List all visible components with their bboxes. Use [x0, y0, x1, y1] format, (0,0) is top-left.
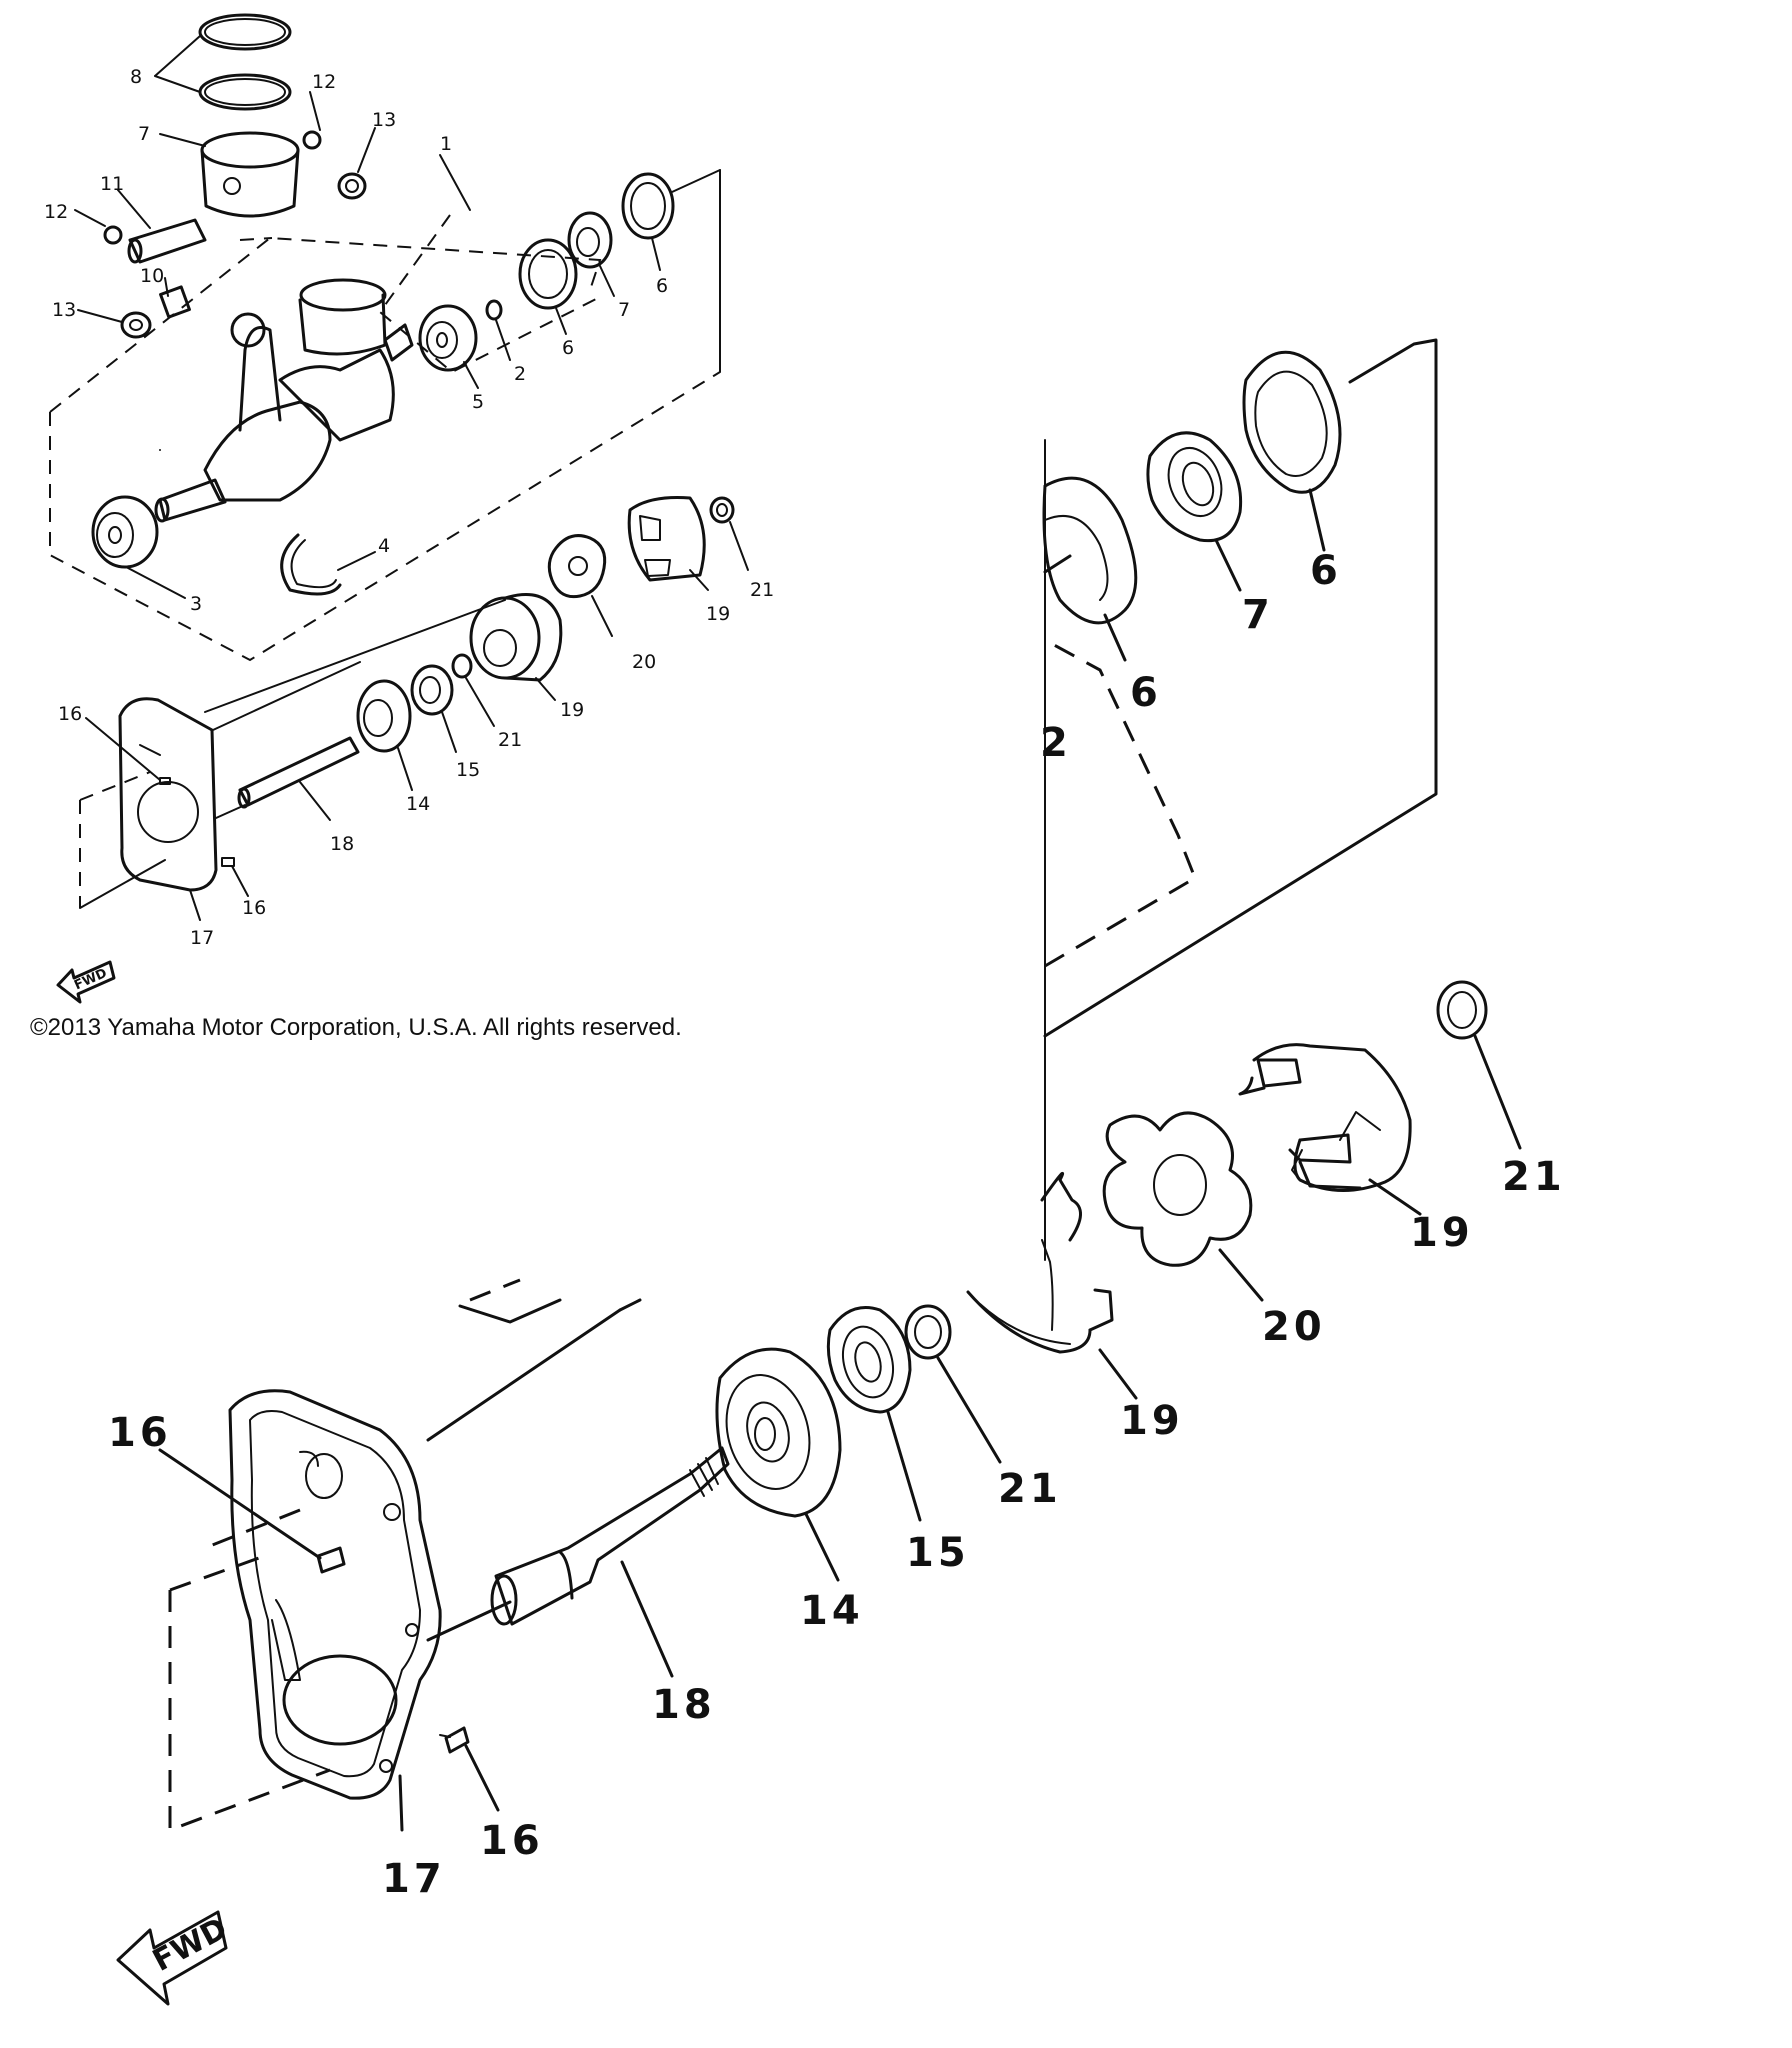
callout-1: 1 — [440, 133, 452, 155]
callout-3: 3 — [190, 593, 202, 615]
callout-14: 14 — [406, 793, 430, 815]
callout-16-lower-detail: 16 — [480, 1818, 544, 1864]
drive-shaft-detail — [490, 1446, 730, 1678]
callout-16-upper: 16 — [58, 703, 82, 725]
drive-shaft — [237, 736, 360, 821]
rubber-damper-detail — [1102, 1111, 1264, 1302]
bearing-3 — [91, 495, 186, 599]
dowel-lower-detail — [444, 1726, 500, 1812]
callout-17-detail: 17 — [382, 1856, 446, 1902]
fwd-arrow-small: FWD — [56, 960, 116, 1004]
callout-19-lower: 19 — [560, 699, 584, 721]
oil-seal-6b-detail — [1242, 350, 1342, 552]
gasket-detail — [228, 1389, 442, 1832]
callout-18: 18 — [330, 833, 354, 855]
coupler-19-detail — [1238, 1043, 1422, 1216]
callout-16-lower: 16 — [242, 897, 266, 919]
callout-13-left: 13 — [52, 299, 76, 321]
callout-12-right: 12 — [312, 71, 336, 93]
crankshaft-assembly — [154, 278, 414, 523]
callout-15: 15 — [456, 759, 480, 781]
ring-21-lower-detail — [904, 1304, 952, 1360]
callout-21-upper: 21 — [750, 579, 774, 601]
bearing-14 — [356, 679, 413, 791]
callout-8: 7 — [138, 123, 150, 145]
callout-20: 20 — [632, 651, 656, 673]
callout-21-detail: 21 — [998, 1466, 1062, 1512]
rubber-damper — [547, 534, 613, 637]
callout-16-upper-detail: 16 — [108, 1410, 172, 1456]
coupler-19-lower-detail — [966, 1171, 1138, 1400]
callout-12-left: 12 — [44, 201, 68, 223]
coupler-upper — [627, 496, 749, 591]
callout-21-top-detail: 21 — [1502, 1154, 1566, 1200]
piston-ring-upper — [198, 13, 292, 51]
callout-5: 5 — [472, 391, 484, 413]
callout-6-left: 6 — [562, 337, 574, 359]
callout-19-upper: 19 — [706, 603, 730, 625]
callout-10: 10 — [140, 265, 164, 287]
callout-19-top-detail: 19 — [1410, 1210, 1474, 1256]
callout-4: 4 — [378, 535, 390, 557]
callout-9: 8 — [130, 66, 142, 88]
bearing-7-detail — [1146, 431, 1243, 592]
piston-pin — [117, 189, 207, 264]
callout-14-detail: 14 — [800, 1588, 864, 1634]
callout-18-detail: 18 — [652, 1682, 716, 1728]
oil-seal-6a-detail — [1042, 476, 1138, 625]
ring-21-detail — [1436, 980, 1488, 1040]
callout-15-detail: 15 — [906, 1530, 970, 1576]
callout-20-detail: 20 — [1262, 1304, 1326, 1350]
zoom-bottom-detail: FWD 16 16 17 18 14 15 21 19 — [108, 1171, 1184, 2006]
callout-6a-detail: 6 — [1130, 670, 1162, 716]
callout-2: 2 — [514, 363, 526, 385]
callout-7-detail: 7 — [1242, 592, 1274, 638]
zoom-top-detail: 2 6 7 6 21 19 20 — [1040, 338, 1566, 1350]
bearing-7 — [567, 211, 613, 269]
bearing-14-detail — [715, 1347, 842, 1582]
copyright-notice: ©2013 Yamaha Motor Corporation, U.S.A. A… — [30, 1014, 682, 1041]
callout-6-right: 6 — [656, 275, 668, 297]
callout-6b-detail: 6 — [1310, 548, 1342, 594]
bearing-15 — [410, 664, 457, 753]
bearing-15-detail — [826, 1306, 922, 1522]
oil-seal-6b — [621, 172, 675, 240]
bearing-5 — [418, 304, 479, 389]
callout-13-right: 13 — [372, 109, 396, 131]
fwd-arrow-large: FWD — [116, 1910, 233, 2006]
overview-drawing: FWD 8 7 12 13 11 12 10 13 1 2 5 6 7 6 3 … — [44, 13, 774, 1004]
callout-17: 17 — [190, 927, 214, 949]
piston-ring-lower — [198, 73, 292, 111]
piston — [159, 131, 300, 218]
callout-21-lower: 21 — [498, 729, 522, 751]
gasket — [79, 661, 361, 921]
callout-19-detail: 19 — [1120, 1398, 1184, 1444]
oil-seal-6a — [518, 238, 578, 310]
callout-7: 7 — [618, 299, 630, 321]
callout-11: 11 — [100, 173, 124, 195]
dowel-upper-detail — [158, 1448, 346, 1574]
coupler-lower — [451, 593, 563, 727]
